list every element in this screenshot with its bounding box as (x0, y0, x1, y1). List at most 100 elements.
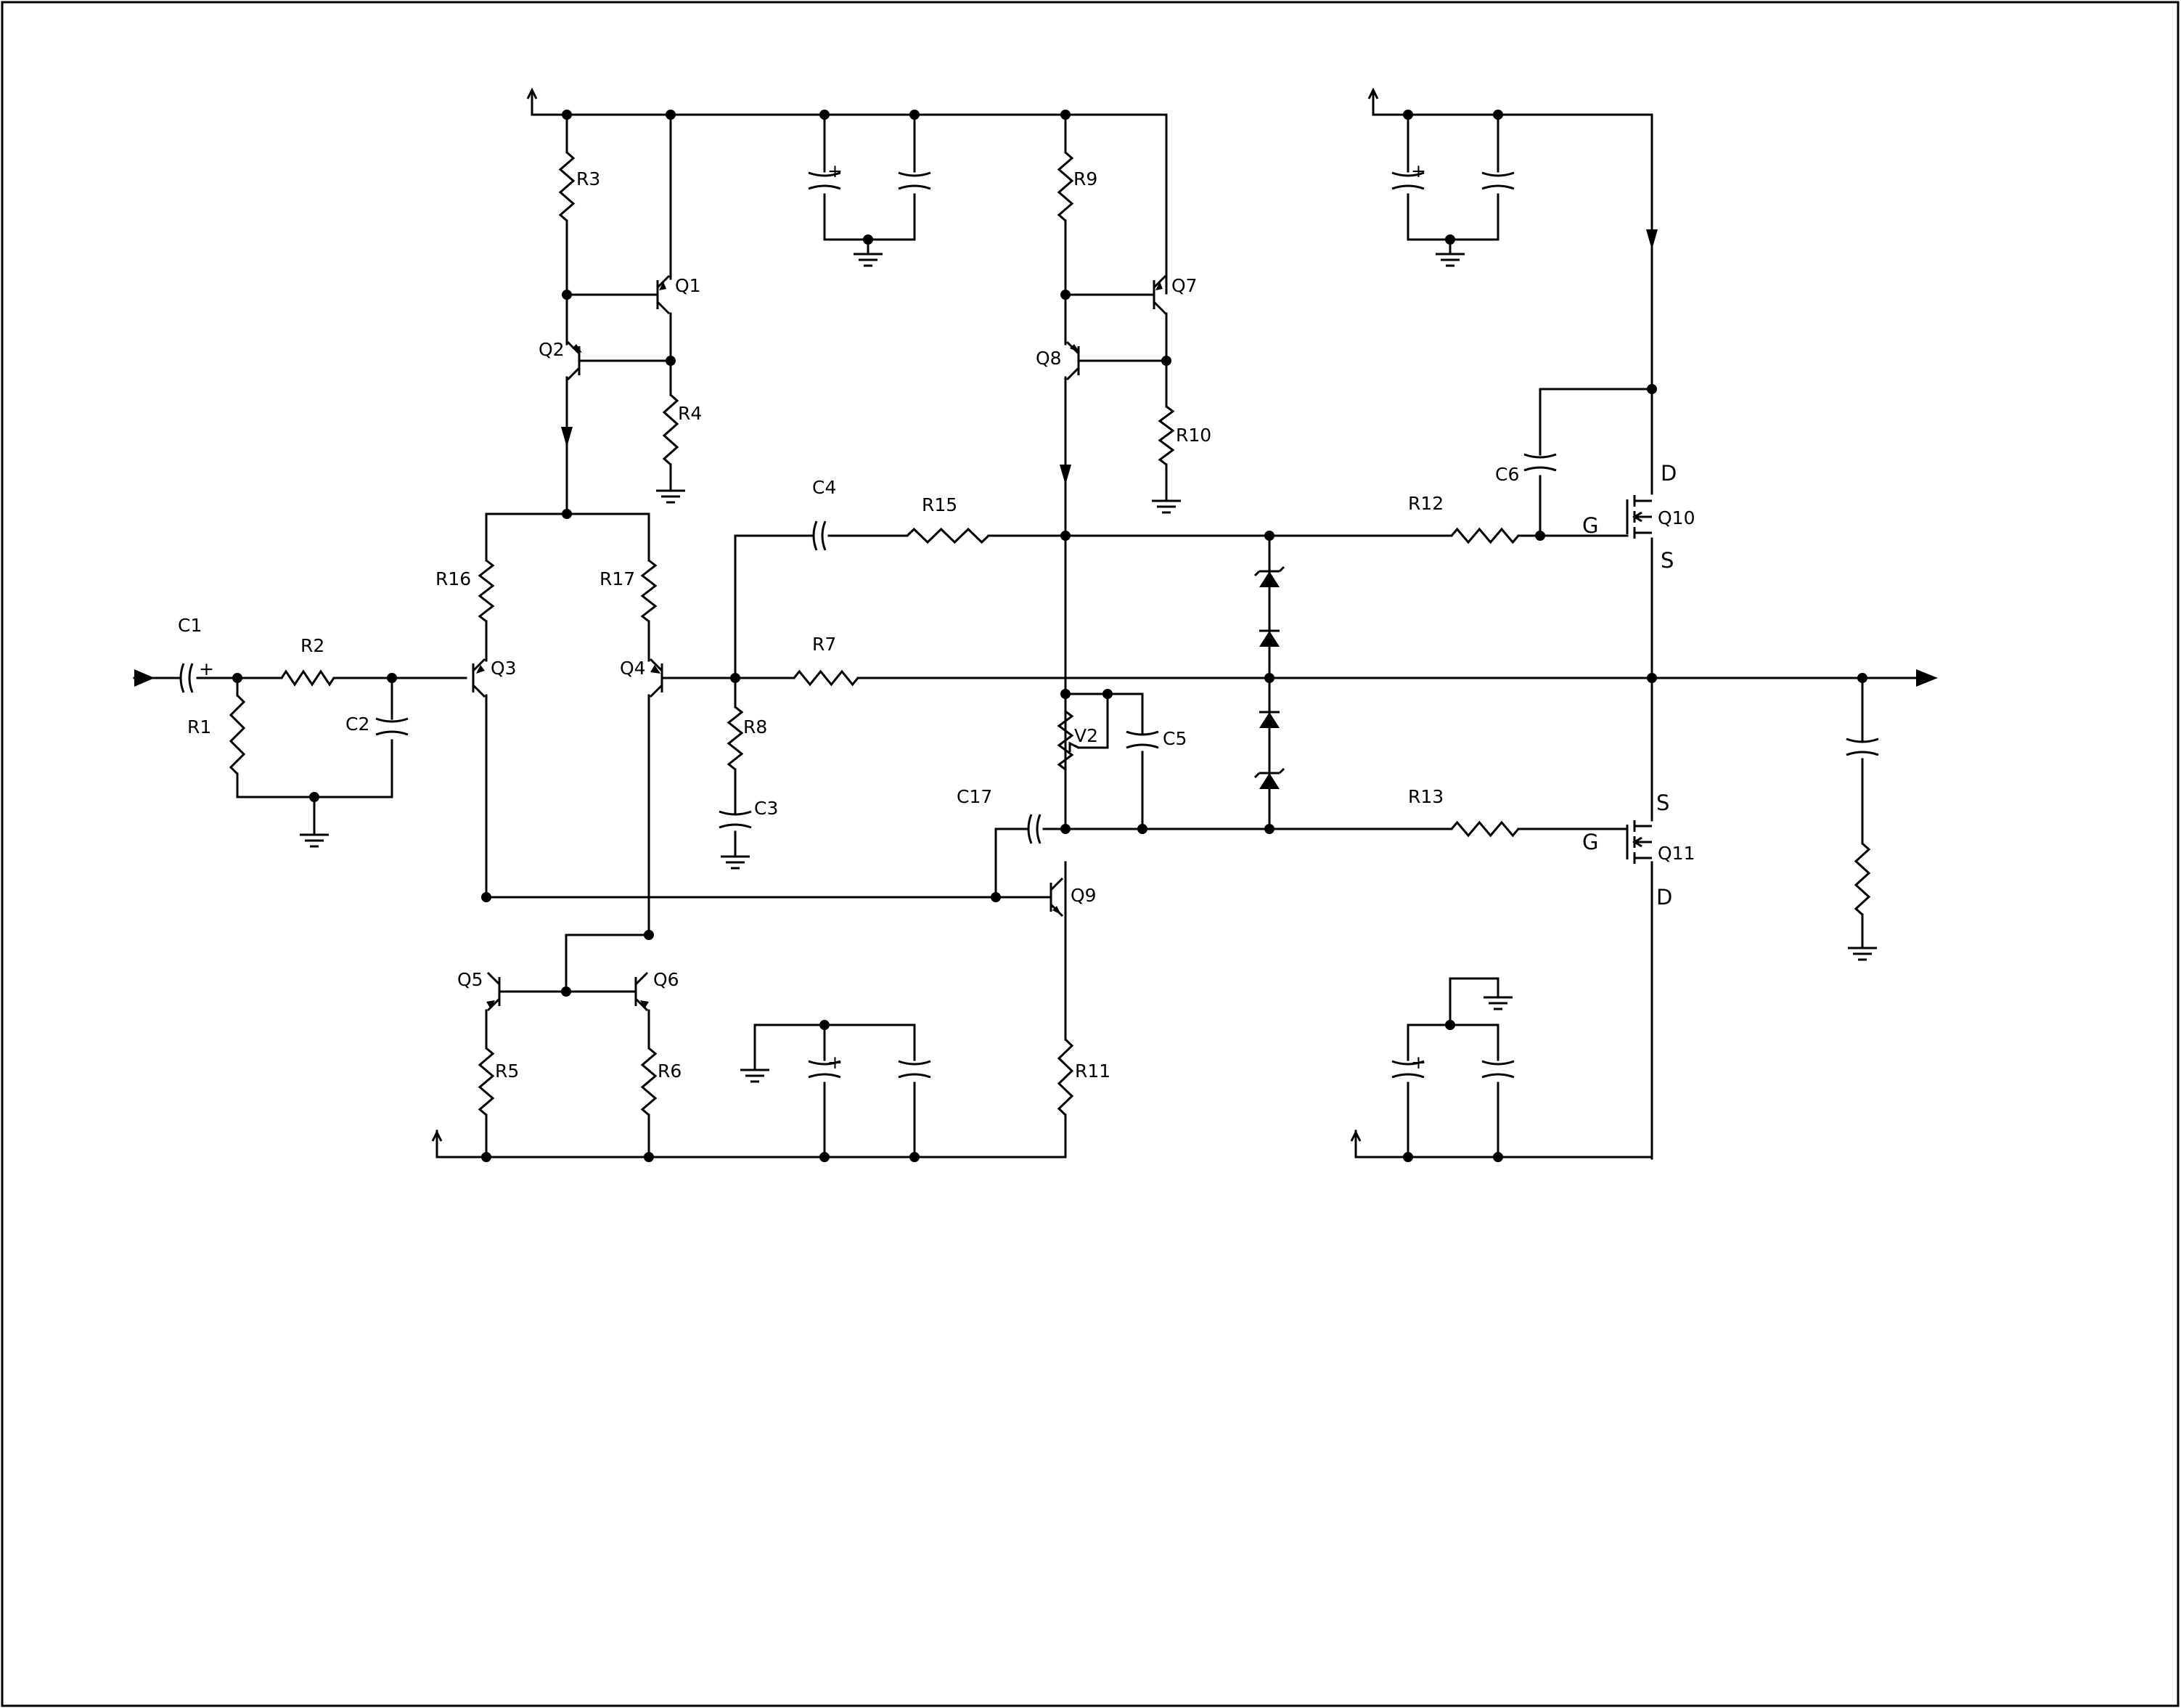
current-arrow (1060, 465, 1071, 485)
transistor-q9 (1049, 877, 1064, 891)
capacitor-c2 (375, 717, 409, 736)
junction-dot (819, 110, 830, 120)
mosfet-q11 (1632, 836, 1642, 848)
junction-dot (1060, 531, 1071, 541)
label-r11: R11 (1075, 1061, 1110, 1082)
label-q9: Q9 (1071, 885, 1097, 906)
c1-plus-mark: + (199, 658, 214, 679)
q10-gate-label: G (1582, 513, 1598, 538)
component-labels: C1 R1 R2 C2 R3 Q1 Q2 R4 R16 R17 Q3 Q4 C4… (178, 168, 1695, 1082)
junction-dot (644, 930, 654, 940)
emitter-arrow (1070, 344, 1080, 353)
potentiometer-wiper-arrow (1068, 741, 1079, 752)
junction-dot (1445, 1020, 1455, 1030)
resistor-r11 (1057, 1038, 1074, 1116)
junction-dot (562, 290, 572, 300)
transistor-q7 (1153, 301, 1167, 315)
junction-dot (562, 509, 572, 519)
wires (133, 113, 1932, 1160)
label-q6: Q6 (653, 969, 679, 990)
resistor-r10 (1158, 405, 1175, 466)
capacitor-c4 (812, 520, 827, 551)
junction-dot (1264, 824, 1274, 834)
junction-dot (1493, 110, 1503, 120)
q11-source-label: S (1656, 790, 1669, 815)
resistor-r13 (1450, 820, 1520, 838)
emitter-arrow (1052, 906, 1061, 915)
wire-cap-ground (1449, 977, 1499, 1026)
junction-dot (232, 673, 242, 683)
emitter-arrow (650, 665, 660, 674)
transistor-q2 (566, 367, 581, 381)
label-c1: C1 (178, 615, 202, 636)
label-q8: Q8 (1036, 348, 1062, 369)
capacitor-supply (1481, 1060, 1515, 1079)
output-arrow (1916, 669, 1938, 687)
junction-dot (1060, 689, 1071, 699)
junction-dot (644, 1152, 654, 1162)
junction-dot (819, 1020, 830, 1030)
resistor-zobel (1854, 842, 1871, 916)
label-q1: Q1 (675, 275, 701, 296)
resistor-r6 (640, 1047, 658, 1116)
capacitor-supply (1391, 1060, 1425, 1079)
label-c17: C17 (957, 786, 992, 807)
resistor-r5 (478, 1047, 495, 1116)
q11-drain-label: D (1656, 885, 1672, 910)
emitter-arrow (640, 1000, 649, 1009)
diode (1259, 712, 1280, 728)
diode (1259, 631, 1280, 647)
resistor-r9 (1057, 151, 1074, 222)
label-r2: R2 (300, 635, 324, 656)
resistor-r3 (558, 151, 576, 222)
label-r15: R15 (922, 494, 957, 515)
transistor-q5 (486, 997, 501, 1012)
junction-dot (909, 110, 920, 120)
resistor-r12 (1450, 527, 1520, 544)
junction-dot (1857, 673, 1867, 683)
cap-bottom-left-plus-mark: + (827, 1052, 843, 1073)
label-r1: R1 (187, 716, 211, 737)
label-q11: Q11 (1658, 843, 1695, 864)
potentiometer-v2 (1057, 710, 1074, 771)
junction-dot (1493, 1152, 1503, 1162)
junction-dot (1060, 110, 1071, 120)
junction-dot (1060, 824, 1071, 834)
wire-c5 (1106, 692, 1144, 735)
capacitor-c5 (1126, 730, 1159, 749)
label-r17: R17 (600, 568, 635, 589)
label-r4: R4 (678, 403, 702, 424)
junction-dot (666, 110, 676, 120)
label-v2: V2 (1074, 725, 1098, 746)
mosfet-pin-labels: D G S S G D (1582, 461, 1677, 910)
q10-source-label: S (1661, 548, 1674, 573)
label-q10: Q10 (1658, 507, 1695, 528)
junction-dot (909, 1152, 920, 1162)
current-arrow (561, 427, 573, 447)
label-r5: R5 (495, 1061, 519, 1082)
transistor-q8 (1065, 367, 1080, 381)
resistor-r2 (280, 669, 335, 687)
transistor-q4 (649, 658, 663, 672)
zener-diode (1253, 772, 1261, 779)
capacitor-supply (898, 1060, 931, 1079)
polarity-marks: + + + + + (199, 160, 1426, 1073)
junction-dot (1403, 110, 1413, 120)
junction-dot (819, 1152, 830, 1162)
junction-dot (666, 356, 676, 366)
capacitor-c3 (719, 810, 752, 829)
junction-dot (1647, 384, 1657, 394)
capacitor-c1 (179, 663, 194, 693)
supply-arrow-bottom-right (1350, 1129, 1362, 1142)
junction-dot (1403, 1152, 1413, 1162)
transistor-q3 (472, 658, 486, 672)
zener-diode (1278, 767, 1285, 775)
label-r13: R13 (1408, 786, 1444, 807)
label-q7: Q7 (1171, 275, 1198, 296)
resistor-r7 (793, 669, 859, 687)
junction-dot (730, 673, 740, 683)
transistor-q4 (649, 684, 663, 698)
junction-dot (1445, 234, 1455, 245)
zener-diode (1278, 565, 1285, 573)
